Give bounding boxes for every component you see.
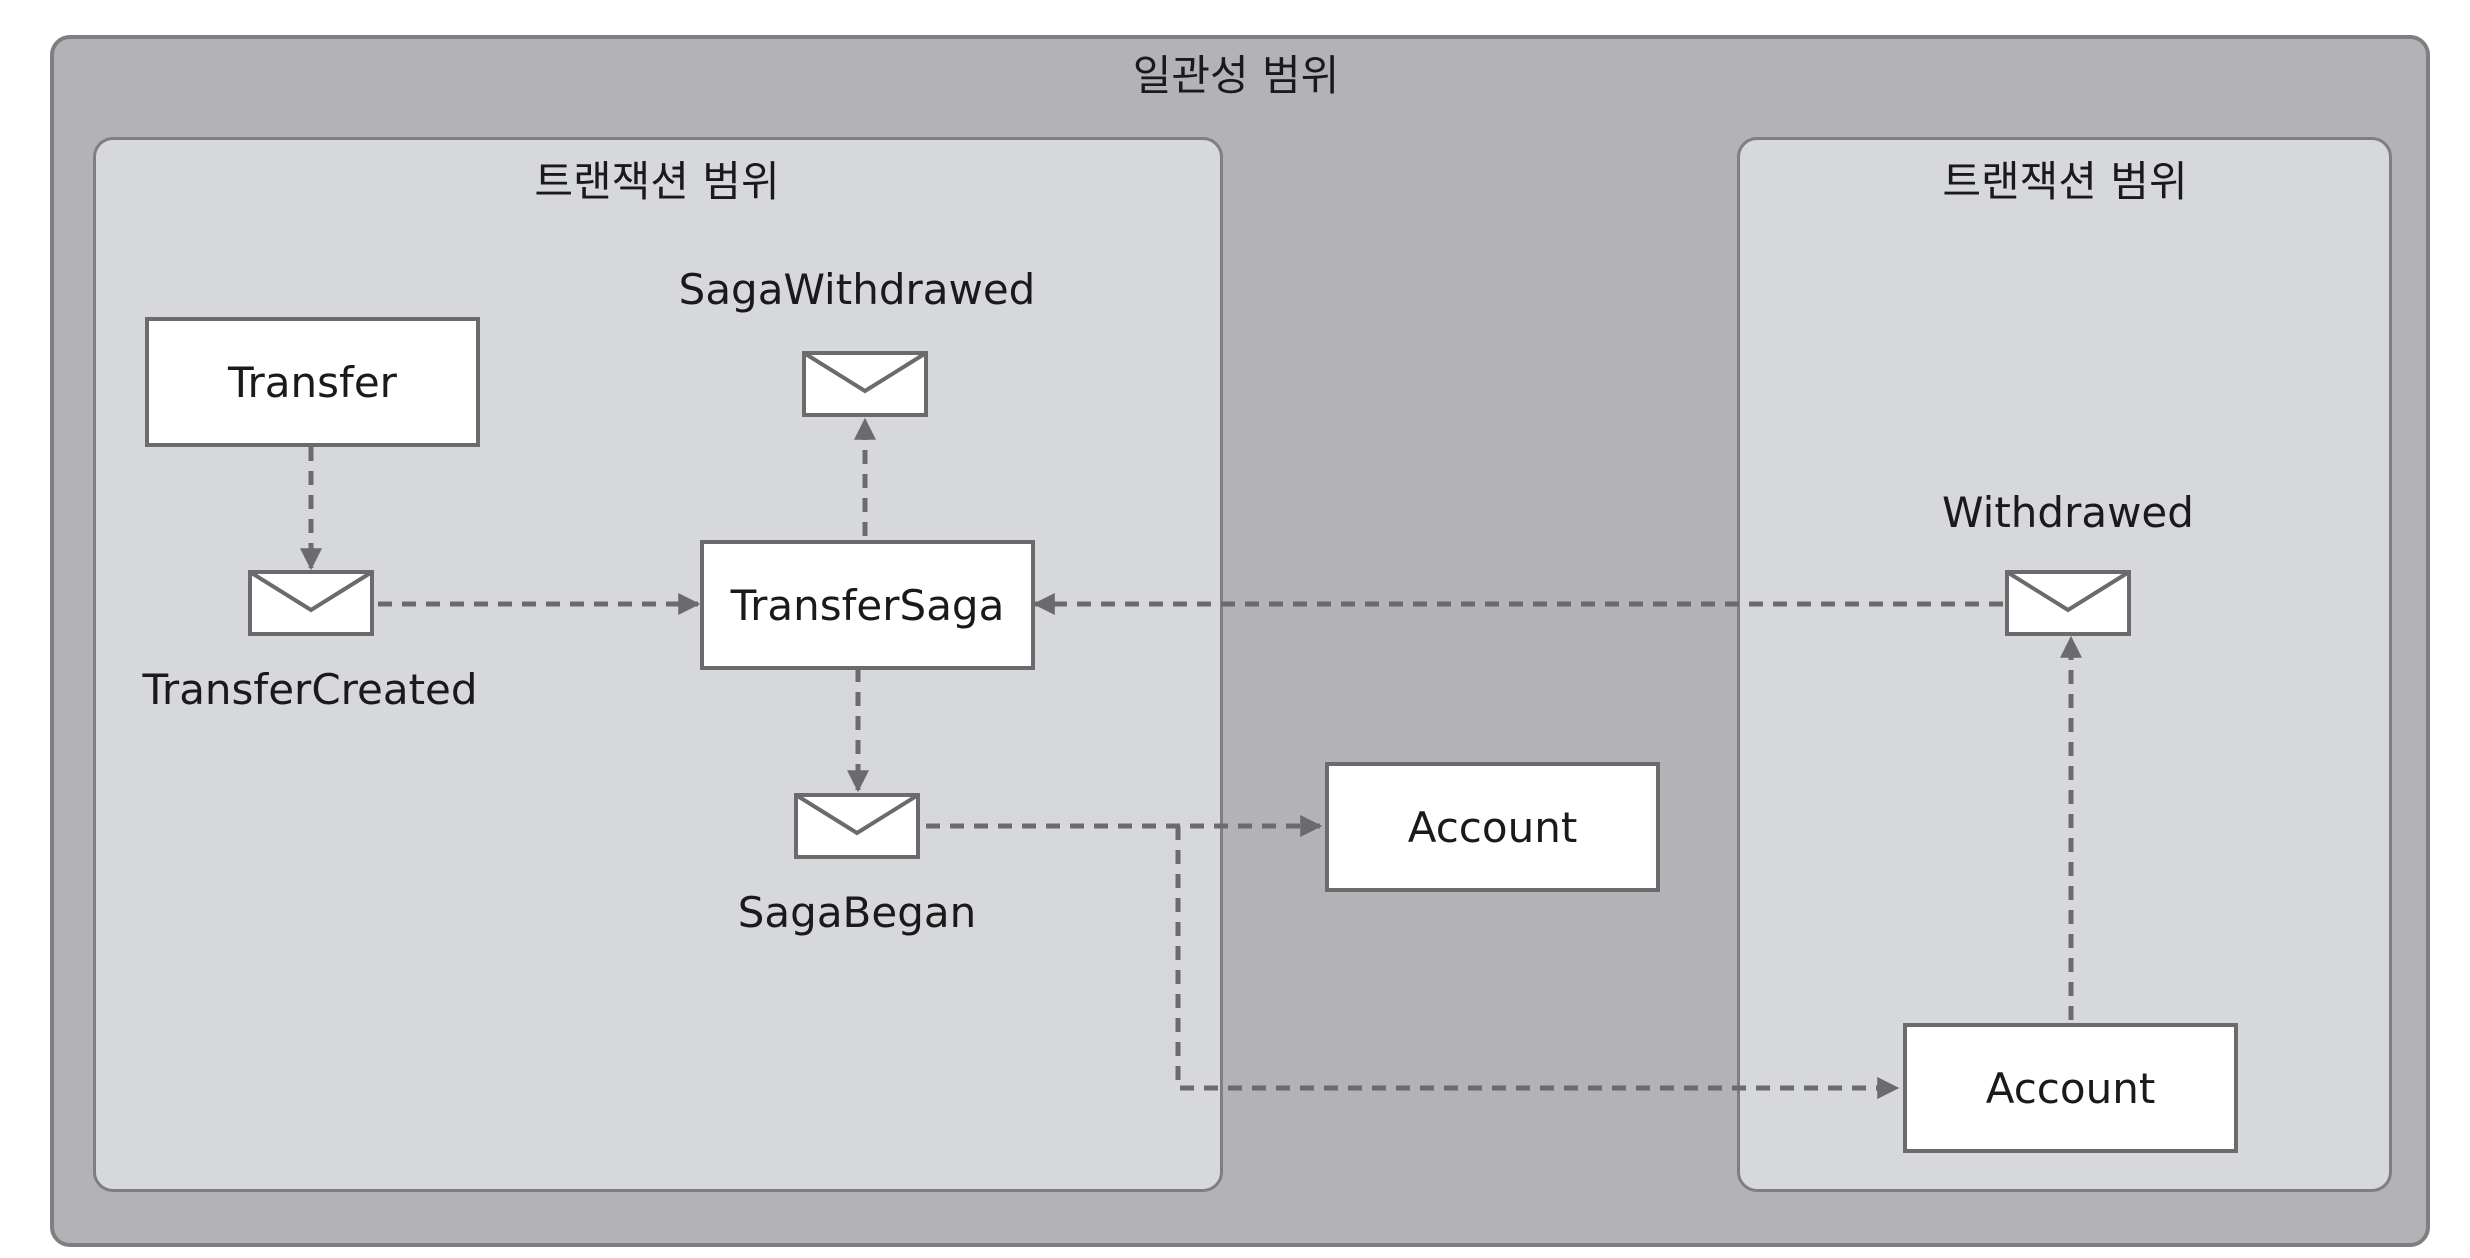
envelope-icon <box>802 351 928 417</box>
event-label-withdrawed: Withdrawed <box>1942 488 2194 537</box>
account-node-right: Account <box>1903 1023 2238 1153</box>
event-label-sagawithdrawed: SagaWithdrawed <box>678 265 1036 314</box>
left-transaction-scope-label: 트랜잭션 범위 <box>534 157 780 206</box>
event-label-transfercreated: TransferCreated <box>142 665 478 714</box>
account-node-middle: Account <box>1325 762 1660 892</box>
consistency-scope-label: 일관성 범위 <box>1132 51 1340 100</box>
envelope-icon <box>794 793 920 859</box>
envelope-icon <box>2005 570 2131 636</box>
right-transaction-scope <box>1737 137 2392 1192</box>
envelope-icon <box>248 570 374 636</box>
transfersaga-node: TransferSaga <box>700 540 1035 670</box>
transfer-node: Transfer <box>145 317 480 447</box>
event-label-sagabegan: SagaBegan <box>737 888 977 937</box>
right-transaction-scope-label: 트랜잭션 범위 <box>1942 157 2188 206</box>
